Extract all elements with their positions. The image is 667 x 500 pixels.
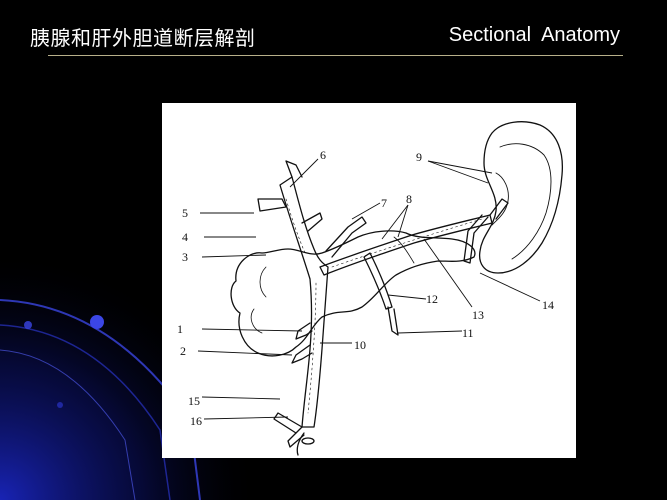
- label-4: 4: [182, 230, 188, 244]
- portal-vein-bifurcation: [285, 160, 303, 178]
- slide-title-chinese: 胰腺和肝外胆道断层解剖: [30, 26, 256, 50]
- label-5: 5: [182, 206, 188, 220]
- splenic-tributary: [489, 198, 509, 220]
- inferior-mesenteric-vein: [363, 252, 393, 310]
- pancreas-outline: [230, 230, 476, 357]
- branch-16: [296, 432, 305, 456]
- short-gastric-branch: [463, 214, 489, 264]
- label-14: 14: [542, 298, 554, 312]
- branch-15: [287, 426, 305, 448]
- label-8: 8: [406, 192, 412, 206]
- pancreas-biliary-diagram: 5 4 3 6 7 8 9 1 2 10 11 12 13 14 15 16: [177, 121, 564, 456]
- splenic-hilum: [491, 172, 509, 226]
- branch-1: [295, 322, 313, 340]
- label-12: 12: [426, 292, 438, 306]
- anatomy-figure: 5 4 3 6 7 8 9 1 2 10 11 12 13 14 15 16: [162, 103, 576, 458]
- figure-labels: 5 4 3 6 7 8 9 1 2 10 11 12 13 14 15 16: [177, 148, 554, 428]
- label-2: 2: [180, 344, 186, 358]
- branch-15-upper: [273, 412, 303, 434]
- label-13: 13: [472, 308, 484, 322]
- orb: [24, 321, 32, 329]
- label-3: 3: [182, 250, 188, 264]
- branch-11: [387, 306, 399, 336]
- vein-hatching: [331, 218, 483, 268]
- label-6: 6: [320, 148, 326, 162]
- pancreas-lobule-lines: [393, 236, 415, 264]
- orb: [57, 402, 63, 408]
- label-11: 11: [462, 326, 474, 340]
- vein-cut-end: [301, 437, 315, 445]
- vein-hatching: [285, 198, 317, 414]
- label-10: 10: [354, 338, 366, 352]
- right-branch-stub: [301, 212, 323, 232]
- portal-vein-trunk: [279, 176, 329, 428]
- orb: [90, 315, 104, 329]
- label-15: 15: [188, 394, 200, 408]
- splenic-vein: [319, 214, 493, 276]
- swoosh-curve: [0, 349, 136, 500]
- branch-2: [291, 344, 313, 364]
- title-divider: [48, 55, 623, 56]
- label-7: 7: [381, 196, 387, 210]
- label-1: 1: [177, 322, 183, 336]
- leader-lines: [197, 158, 541, 420]
- left-portal-branch: [257, 198, 287, 212]
- label-9: 9: [416, 150, 422, 164]
- slide-title-english: Sectional Anatomy: [448, 24, 620, 46]
- label-16: 16: [190, 414, 202, 428]
- left-gastric-vein: [325, 216, 367, 258]
- pancreas-lobule-lines: [250, 266, 267, 334]
- spleen-outline: [478, 121, 564, 274]
- swoosh-curve: [0, 324, 171, 500]
- spleen-inner-edge: [499, 143, 552, 260]
